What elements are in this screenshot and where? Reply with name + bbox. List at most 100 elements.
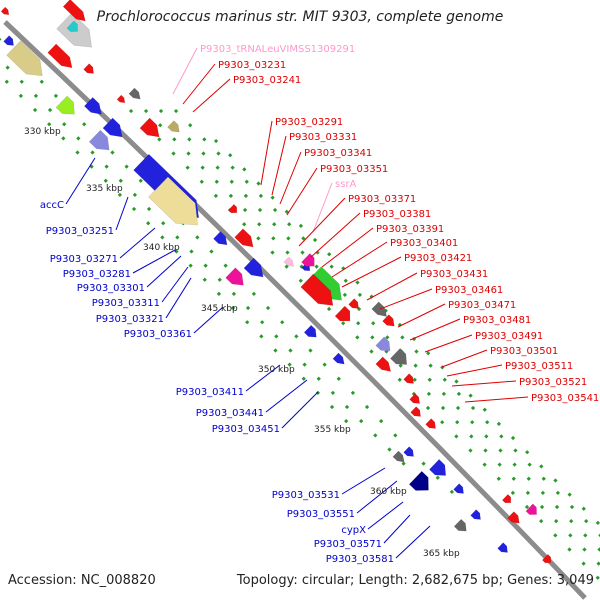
forward-gene-label-17[interactable]: P9303_03491 <box>475 331 543 342</box>
gene-feature-48 <box>525 503 537 515</box>
reverse-gene-leader-line-12 <box>356 480 398 514</box>
forward-gene-leader-line-3 <box>260 120 273 186</box>
reverse-gene-leader-line-2 <box>119 227 156 259</box>
forward-gene-leader-line-12 <box>341 256 402 288</box>
gene-feature-7 <box>84 97 102 115</box>
forward-gene-label-16[interactable]: P9303_03481 <box>463 315 531 326</box>
topology-text: Topology: circular; Length: 2,682,675 bp… <box>236 573 594 588</box>
gene-feature-29 <box>382 314 395 327</box>
dotted-track-7 <box>213 138 600 528</box>
reverse-gene-label-4[interactable]: P9303_03301 <box>77 283 145 294</box>
reverse-gene-label-1[interactable]: P9303_03251 <box>46 226 114 237</box>
reverse-gene-label-2[interactable]: P9303_03271 <box>50 254 118 265</box>
forward-gene-label-13[interactable]: P9303_03431 <box>420 269 488 280</box>
forward-gene-label-10[interactable]: P9303_03391 <box>376 224 444 235</box>
forward-gene-leader-line-13 <box>366 272 418 301</box>
reverse-gene-leader-line-9 <box>265 379 308 413</box>
gene-feature-50 <box>541 553 552 564</box>
forward-gene-leader-line-10 <box>321 227 374 268</box>
gene-feature-45 <box>470 509 481 520</box>
gene-feature-33 <box>375 356 392 372</box>
forward-gene-label-19[interactable]: P9303_03511 <box>505 361 573 372</box>
gene-feature-51 <box>3 35 14 46</box>
gene-feature-26 <box>334 305 351 322</box>
forward-gene-label-18[interactable]: P9303_03501 <box>490 346 558 357</box>
feature-dots <box>0 37 600 583</box>
kbp-tick-label: 345 kbp <box>201 304 238 314</box>
gene-feature-18 <box>225 267 244 286</box>
forward-gene-label-15[interactable]: P9303_03471 <box>448 300 516 311</box>
forward-gene-leader-line-2 <box>192 78 231 113</box>
reverse-gene-label-8[interactable]: P9303_03411 <box>176 387 244 398</box>
kbp-tick-label: 340 kbp <box>143 243 180 253</box>
forward-gene-leader-line-7 <box>312 182 333 233</box>
reverse-gene-label-11[interactable]: P9303_03531 <box>272 490 340 501</box>
reverse-gene-label-9[interactable]: P9303_03441 <box>196 408 264 419</box>
kbp-tick-label: 335 kbp <box>86 184 123 194</box>
forward-gene-label-14[interactable]: P9303_03461 <box>435 285 503 296</box>
forward-gene-label-5[interactable]: P9303_03341 <box>304 148 372 159</box>
gene-feature-31 <box>332 352 345 365</box>
forward-gene-label-1[interactable]: P9303_03231 <box>218 60 286 71</box>
gene-feature-34 <box>390 348 408 365</box>
reverse-gene-label-3[interactable]: P9303_03281 <box>63 269 131 280</box>
forward-gene-label-12[interactable]: P9303_03421 <box>404 253 472 264</box>
forward-gene-leader-line-14 <box>379 288 433 310</box>
reverse-gene-leader-line-14 <box>383 514 411 544</box>
gene-feature-25 <box>300 273 334 306</box>
gene-feature-8 <box>102 117 123 138</box>
forward-gene-label-8[interactable]: P9303_03371 <box>348 194 416 205</box>
reverse-gene-label-7[interactable]: P9303_03361 <box>124 329 192 340</box>
forward-gene-leader-line-0 <box>172 47 198 95</box>
reverse-gene-label-10[interactable]: P9303_03451 <box>212 424 280 435</box>
forward-gene-label-4[interactable]: P9303_03331 <box>289 132 357 143</box>
forward-gene-label-21[interactable]: P9303_03541 <box>531 393 599 404</box>
reverse-gene-label-14[interactable]: P9303_03571 <box>314 539 382 550</box>
forward-gene-leader-line-9 <box>310 212 361 258</box>
reverse-gene-label-6[interactable]: P9303_03321 <box>96 314 164 325</box>
gene-feature-35 <box>403 373 414 384</box>
reverse-gene-label-12[interactable]: P9303_03551 <box>287 509 355 520</box>
forward-gene-label-7[interactable]: ssrA <box>335 179 357 190</box>
forward-gene-label-3[interactable]: P9303_03291 <box>275 117 343 128</box>
accession-text: Accession: NC_008820 <box>8 573 156 588</box>
gene-feature-16 <box>213 231 228 246</box>
gene-feature-40 <box>403 446 414 457</box>
dotted-track-4 <box>143 108 600 568</box>
gene-feature-12 <box>139 117 160 138</box>
forward-gene-label-11[interactable]: P9303_03401 <box>390 238 458 249</box>
forward-gene-leader-line-4 <box>271 135 287 196</box>
gene-feature-17 <box>234 228 254 248</box>
gene-feature-43 <box>453 483 464 494</box>
gene-feature-4 <box>47 43 73 69</box>
forward-gene-label-2[interactable]: P9303_03241 <box>233 75 301 86</box>
reverse-gene-leader-line-15 <box>395 525 431 559</box>
reverse-gene-leader-line-3 <box>132 249 176 274</box>
gene-feature-19 <box>243 257 264 278</box>
gene-feature-10 <box>128 87 141 100</box>
forward-gene-label-0[interactable]: P9303_tRNALeuVIMSS1309291 <box>200 44 355 55</box>
gene-feature-6 <box>55 95 75 115</box>
gene-feature-20 <box>227 203 238 214</box>
gene-labels: P9303_tRNALeuVIMSS1309291P9303_03231P930… <box>40 44 599 565</box>
forward-gene-label-20[interactable]: P9303_03521 <box>519 377 587 388</box>
forward-gene-leader-line-1 <box>182 63 216 105</box>
kbp-tick-label: 365 kbp <box>423 549 460 559</box>
forward-gene-label-9[interactable]: P9303_03381 <box>363 209 431 220</box>
gene-feature-5 <box>83 63 94 74</box>
reverse-gene-label-5[interactable]: P9303_03311 <box>92 298 160 309</box>
forward-gene-leader-line-5 <box>279 151 302 205</box>
forward-gene-leader-line-15 <box>397 303 446 328</box>
forward-gene-label-6[interactable]: P9303_03351 <box>320 164 388 175</box>
reverse-gene-label-0[interactable]: accC <box>40 200 64 211</box>
reverse-gene-label-13[interactable]: cypX <box>341 525 366 536</box>
gene-feature-13 <box>167 120 180 133</box>
gene-feature-9 <box>88 129 110 151</box>
gene-feature-44 <box>453 518 467 532</box>
reverse-gene-label-15[interactable]: P9303_03581 <box>326 554 394 565</box>
gene-feature-39 <box>392 450 405 463</box>
forward-gene-leader-line-18 <box>441 349 488 368</box>
gene-feature-11 <box>116 94 126 104</box>
gene-feature-42 <box>429 459 447 476</box>
